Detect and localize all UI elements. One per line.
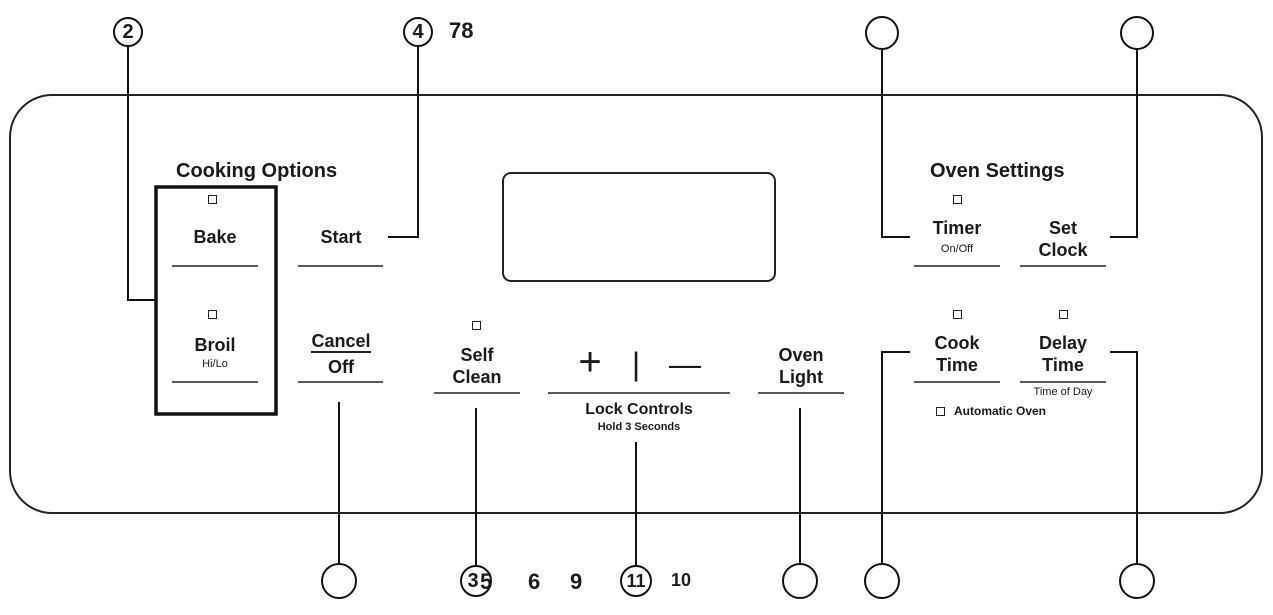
- off-label: Off: [328, 357, 354, 377]
- timer-sublabel: On/Off: [940, 243, 974, 255]
- start-button[interactable]: Start: [320, 227, 362, 247]
- callout-4: 4: [412, 21, 424, 43]
- callout-2-line: [127, 46, 156, 301]
- cancel-button[interactable]: Cancel: [298, 331, 384, 353]
- callout-6: 6: [528, 569, 541, 594]
- minus-button[interactable]: —: [669, 346, 701, 382]
- broil-button[interactable]: Broil: [194, 335, 236, 355]
- bake-button[interactable]: Bake: [193, 227, 237, 247]
- bake-indicator-icon: [208, 195, 217, 204]
- lock-controls-label: Lock Controls: [585, 401, 693, 418]
- delay-time-label: Time: [1042, 355, 1084, 375]
- timer-indicator-icon: [953, 195, 962, 204]
- callout-3: 3: [467, 570, 479, 592]
- delay-time-indicator-icon: [1059, 310, 1068, 319]
- delay-time-sublabel: Time of Day: [1033, 386, 1093, 398]
- self-clean-button[interactable]: Self: [460, 345, 494, 365]
- automatic-oven-label: Automatic Oven: [954, 404, 1047, 418]
- cook-time-label: Time: [936, 355, 978, 375]
- callout-clock-line: [1110, 48, 1138, 238]
- callout-2: 2: [122, 21, 134, 43]
- callout-78: 78: [449, 18, 474, 43]
- callout-cook-time-line: [881, 351, 910, 565]
- self-clean-label: Clean: [452, 367, 502, 387]
- automatic-oven-indicator-icon: [936, 407, 945, 416]
- oven-settings-heading: Oven Settings: [930, 160, 1065, 182]
- display-window: [502, 172, 776, 282]
- oven-light-label: Light: [779, 367, 823, 387]
- cancel-label: Cancel: [311, 331, 371, 353]
- cook-time-indicator-icon: [953, 310, 962, 319]
- broil-indicator-icon: [208, 310, 217, 319]
- callout-11: 11: [626, 571, 646, 591]
- divider-bar: |: [631, 346, 641, 382]
- delay-time-button[interactable]: Delay: [1038, 333, 1088, 353]
- oven-light-button[interactable]: Oven: [778, 345, 824, 365]
- callout-5: 5: [480, 569, 493, 594]
- set-clock-button[interactable]: Set: [1048, 218, 1077, 238]
- self-clean-indicator-icon: [472, 321, 481, 330]
- plus-button[interactable]: +: [578, 340, 602, 384]
- set-clock-label: Clock: [1038, 240, 1088, 260]
- cooking-options-heading: Cooking Options: [176, 160, 338, 182]
- callout-timer-line: [881, 48, 910, 238]
- cook-time-button[interactable]: Cook: [934, 333, 980, 353]
- broil-sublabel: Hi/Lo: [202, 358, 228, 370]
- lock-controls-sublabel: Hold 3 Seconds: [597, 421, 681, 433]
- callout-10: 10: [671, 570, 692, 590]
- timer-button[interactable]: Timer: [932, 218, 982, 238]
- callout-delay-time-line: [1110, 351, 1138, 565]
- callout-9: 9: [570, 569, 583, 594]
- cooking-options-box: [154, 185, 278, 416]
- callout-4-line: [388, 46, 419, 238]
